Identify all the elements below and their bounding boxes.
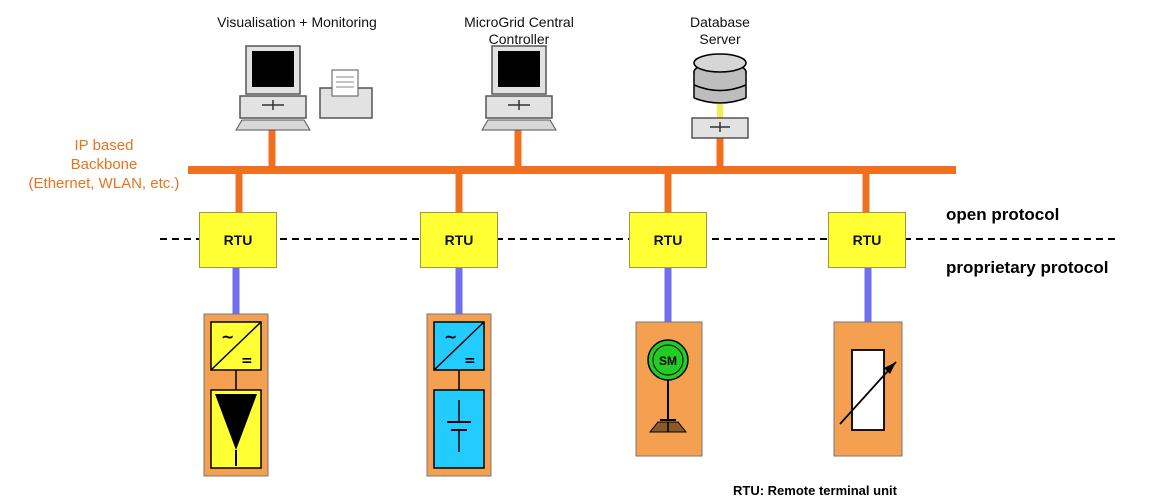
variable-load-device — [833, 321, 903, 457]
rtu-footnote: RTU: Remote terminal unit — [733, 483, 897, 498]
machine-label: SM — [659, 354, 677, 368]
backbone-label-line1: IP based — [74, 137, 134, 154]
database-server-icon — [691, 53, 749, 139]
svg-text:~: ~ — [444, 327, 457, 346]
rtu-box-2: RTU — [420, 212, 498, 268]
open-protocol-label: open protocol — [946, 205, 1060, 224]
pv-inverter-device: ~ = — [203, 313, 269, 477]
svg-text:~: ~ — [221, 327, 234, 346]
database-label-line1: Database — [690, 14, 750, 30]
svg-text:=: = — [241, 353, 253, 369]
visualisation-label: Visualisation + Monitoring — [217, 14, 377, 30]
synchronous-machine-device — [635, 321, 703, 457]
rtu-box-4: RTU — [828, 212, 906, 268]
database-label-line2: Server — [699, 31, 741, 47]
controller-label-line1: MicroGrid Central — [464, 14, 574, 30]
backbone-label-line2: Backbone — [70, 156, 138, 173]
battery-inverter-device: ~ = — [426, 313, 492, 477]
visualisation-workstation-icon — [235, 45, 373, 131]
proprietary-protocol-label: proprietary protocol — [946, 258, 1109, 277]
svg-text:=: = — [464, 353, 476, 369]
controller-label-line2: Controller — [488, 31, 550, 47]
controller-workstation-icon — [481, 45, 557, 131]
rtu-box-3: RTU — [629, 212, 707, 268]
backbone-label-line3: (Ethernet, WLAN, etc.) — [28, 175, 180, 192]
rtu-box-1: RTU — [199, 212, 277, 268]
